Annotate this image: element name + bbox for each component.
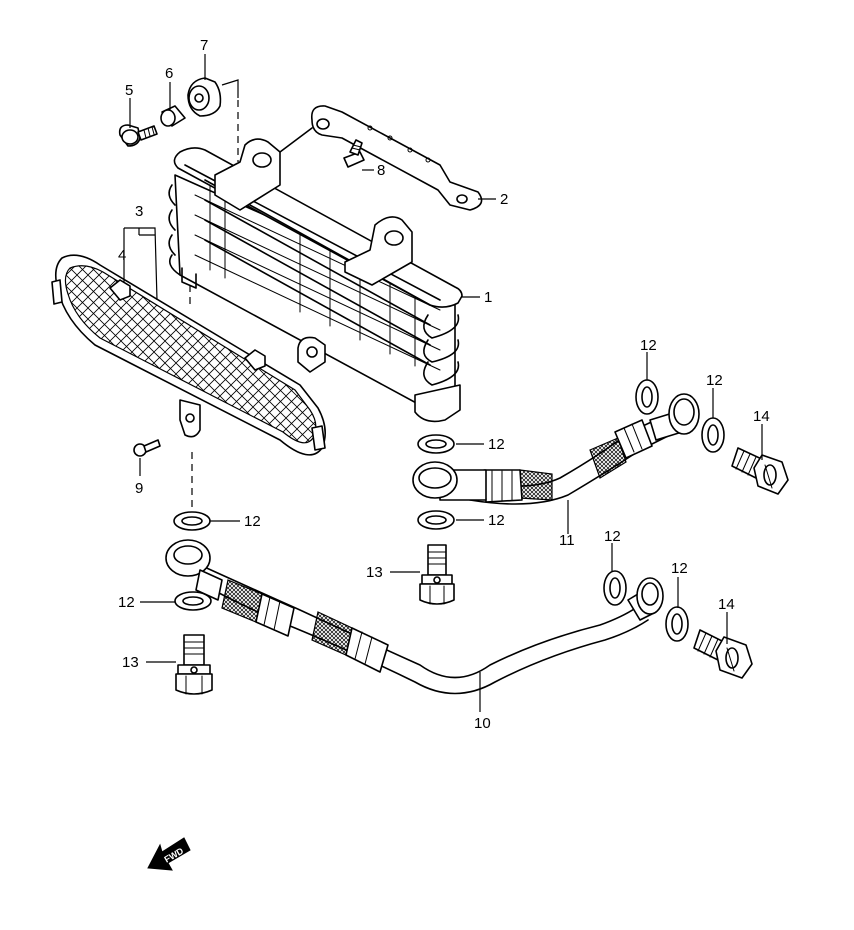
callout-9: 9	[135, 480, 143, 497]
washer-12e	[417, 510, 455, 530]
callout-12d: 12	[244, 513, 261, 530]
fwd-arrow-icon: FWD	[147, 837, 191, 871]
union-bolt-13a	[419, 544, 455, 605]
callout-7: 7	[200, 37, 208, 54]
callouts: 1 2 3 4 5 6 7 8 9 10 11 12 12 12 12 12 1…	[118, 37, 770, 732]
assembly-lines	[189, 79, 239, 512]
union-bolt-14a	[731, 447, 789, 495]
callout-12b: 12	[706, 372, 723, 389]
callout-4: 4	[118, 247, 126, 264]
union-bolt-14b	[693, 629, 753, 679]
callout-11: 11	[559, 532, 575, 549]
oil-cooler	[168, 138, 463, 423]
callout-12e: 12	[488, 512, 505, 529]
grommet-7	[187, 77, 222, 117]
callout-12f: 12	[118, 594, 135, 611]
callout-12g: 12	[604, 528, 621, 545]
union-bolt-13b	[175, 634, 213, 695]
callout-10: 10	[474, 715, 491, 732]
callout-13a: 13	[366, 564, 383, 581]
bolt-8	[343, 139, 365, 168]
washer-12f	[174, 591, 212, 611]
washer-12d	[173, 511, 211, 531]
oil-hose-10	[165, 539, 664, 695]
washer-12c	[417, 434, 455, 454]
callout-2: 2	[500, 191, 508, 208]
callout-14b: 14	[718, 596, 735, 613]
washer-12g	[603, 570, 627, 606]
callout-12h: 12	[671, 560, 688, 577]
callout-14a: 14	[753, 408, 770, 425]
washer-12h	[665, 606, 689, 642]
screen-guard	[51, 254, 326, 456]
washer-12b	[701, 417, 725, 453]
callout-6: 6	[165, 65, 173, 82]
callout-8: 8	[377, 162, 385, 179]
callout-12c: 12	[488, 436, 505, 453]
oil-hose-11	[412, 393, 700, 505]
callout-1: 1	[484, 289, 492, 306]
collar-6	[160, 105, 186, 127]
callout-5: 5	[125, 82, 133, 99]
screw-9	[133, 439, 161, 457]
bolt-5	[118, 124, 158, 147]
callout-13b: 13	[122, 654, 139, 671]
callout-3: 3	[135, 203, 143, 220]
leader-lines	[123, 54, 763, 712]
bracket	[279, 105, 483, 211]
callout-12a: 12	[640, 337, 657, 354]
washer-12a	[635, 379, 659, 415]
